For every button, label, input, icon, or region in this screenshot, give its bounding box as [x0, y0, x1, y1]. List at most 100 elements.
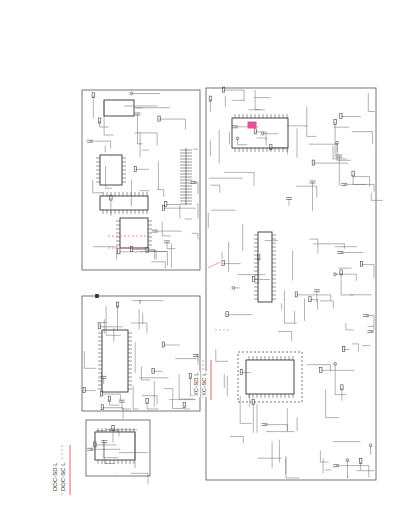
wire	[134, 107, 170, 108]
ic-pin	[261, 394, 262, 398]
transistor-symbol	[346, 459, 349, 462]
ic-pin	[148, 233, 152, 234]
ic-pin	[127, 210, 128, 214]
ic-pin	[126, 428, 127, 432]
wire	[242, 224, 243, 251]
ic-pin	[134, 460, 135, 464]
wire	[313, 163, 348, 164]
transistor-symbol	[334, 273, 337, 276]
resistor-symbol	[226, 312, 228, 317]
wire	[264, 425, 287, 431]
ic-pin	[272, 259, 276, 260]
ic-pin	[143, 192, 144, 196]
connector-pin	[98, 294, 99, 298]
resistor-symbol	[116, 302, 118, 307]
ic-pin	[118, 460, 119, 464]
ic-pin	[98, 460, 99, 464]
capacitor-plate	[367, 332, 373, 333]
wire	[371, 193, 383, 201]
wire	[253, 403, 254, 433]
wire	[312, 182, 313, 211]
wire	[352, 132, 373, 145]
wire	[223, 263, 240, 264]
ic-pin	[255, 148, 256, 152]
ic-pin	[148, 221, 152, 222]
ic-pin	[98, 369, 102, 370]
connector-pin	[97, 294, 98, 298]
capacitor-plate	[310, 183, 316, 184]
wire	[287, 125, 308, 126]
ic-pin	[98, 365, 102, 366]
wire	[140, 190, 150, 191]
ic-pin	[272, 271, 276, 272]
ic-symbol	[120, 218, 148, 248]
ic-pin	[247, 148, 248, 152]
wire	[316, 291, 317, 303]
wire	[334, 127, 350, 128]
ic-pin	[275, 114, 276, 118]
wire	[353, 177, 370, 187]
legend-line	[211, 360, 212, 400]
ic-pin	[102, 460, 103, 464]
wire	[265, 240, 279, 241]
transistor-symbol	[336, 141, 339, 144]
signal-label: XC-SD L	[193, 371, 200, 397]
wire	[90, 141, 111, 148]
ic-pin	[116, 233, 120, 234]
wire	[335, 246, 357, 247]
capacitor-plate	[338, 251, 344, 252]
wire	[254, 97, 270, 98]
wire	[368, 326, 374, 327]
resistor-symbol	[162, 342, 164, 347]
ic-pin	[122, 174, 126, 175]
capacitor-plate	[164, 240, 170, 241]
wire	[141, 367, 150, 380]
ic-pin	[148, 241, 152, 242]
wire	[362, 345, 370, 346]
ic-pin	[122, 170, 126, 171]
wire	[249, 393, 250, 407]
wire	[157, 190, 164, 197]
wire	[154, 381, 155, 407]
wire	[272, 442, 273, 469]
resistor-symbol	[334, 119, 336, 124]
wire	[255, 132, 266, 140]
highlight-line	[208, 262, 220, 268]
legend-line	[70, 445, 71, 495]
connector-pin	[98, 294, 99, 298]
ic-pin	[239, 114, 240, 118]
wire	[278, 332, 292, 342]
ic-pin	[235, 148, 236, 152]
ic-pin	[247, 114, 248, 118]
resistor-symbol	[146, 247, 148, 252]
connector-pin	[97, 294, 98, 298]
ic-pin	[115, 210, 116, 214]
wire	[333, 441, 361, 442]
ic-pin	[287, 114, 288, 118]
wire	[297, 417, 298, 431]
ic-pin	[116, 225, 120, 226]
wire	[109, 430, 120, 436]
wire	[309, 239, 318, 253]
resistor-symbol	[209, 96, 211, 101]
ic-pin	[147, 192, 148, 196]
wire	[335, 274, 356, 281]
wire	[93, 180, 104, 193]
ic-pin	[272, 243, 276, 244]
wire	[296, 295, 330, 301]
wire	[185, 219, 193, 220]
wire	[151, 262, 165, 269]
capacitor-plate	[286, 197, 292, 198]
ic-pin	[135, 210, 136, 214]
signal-lines	[70, 360, 211, 495]
wire	[209, 178, 243, 179]
components	[83, 87, 373, 467]
ic-pin	[285, 356, 286, 360]
resistor-symbol	[240, 370, 242, 375]
ic-pin	[272, 247, 276, 248]
wire	[135, 169, 149, 170]
resistor-symbol	[112, 425, 114, 430]
resistor-symbol	[134, 166, 136, 171]
wire	[313, 244, 344, 249]
resistor-symbol	[118, 249, 120, 254]
